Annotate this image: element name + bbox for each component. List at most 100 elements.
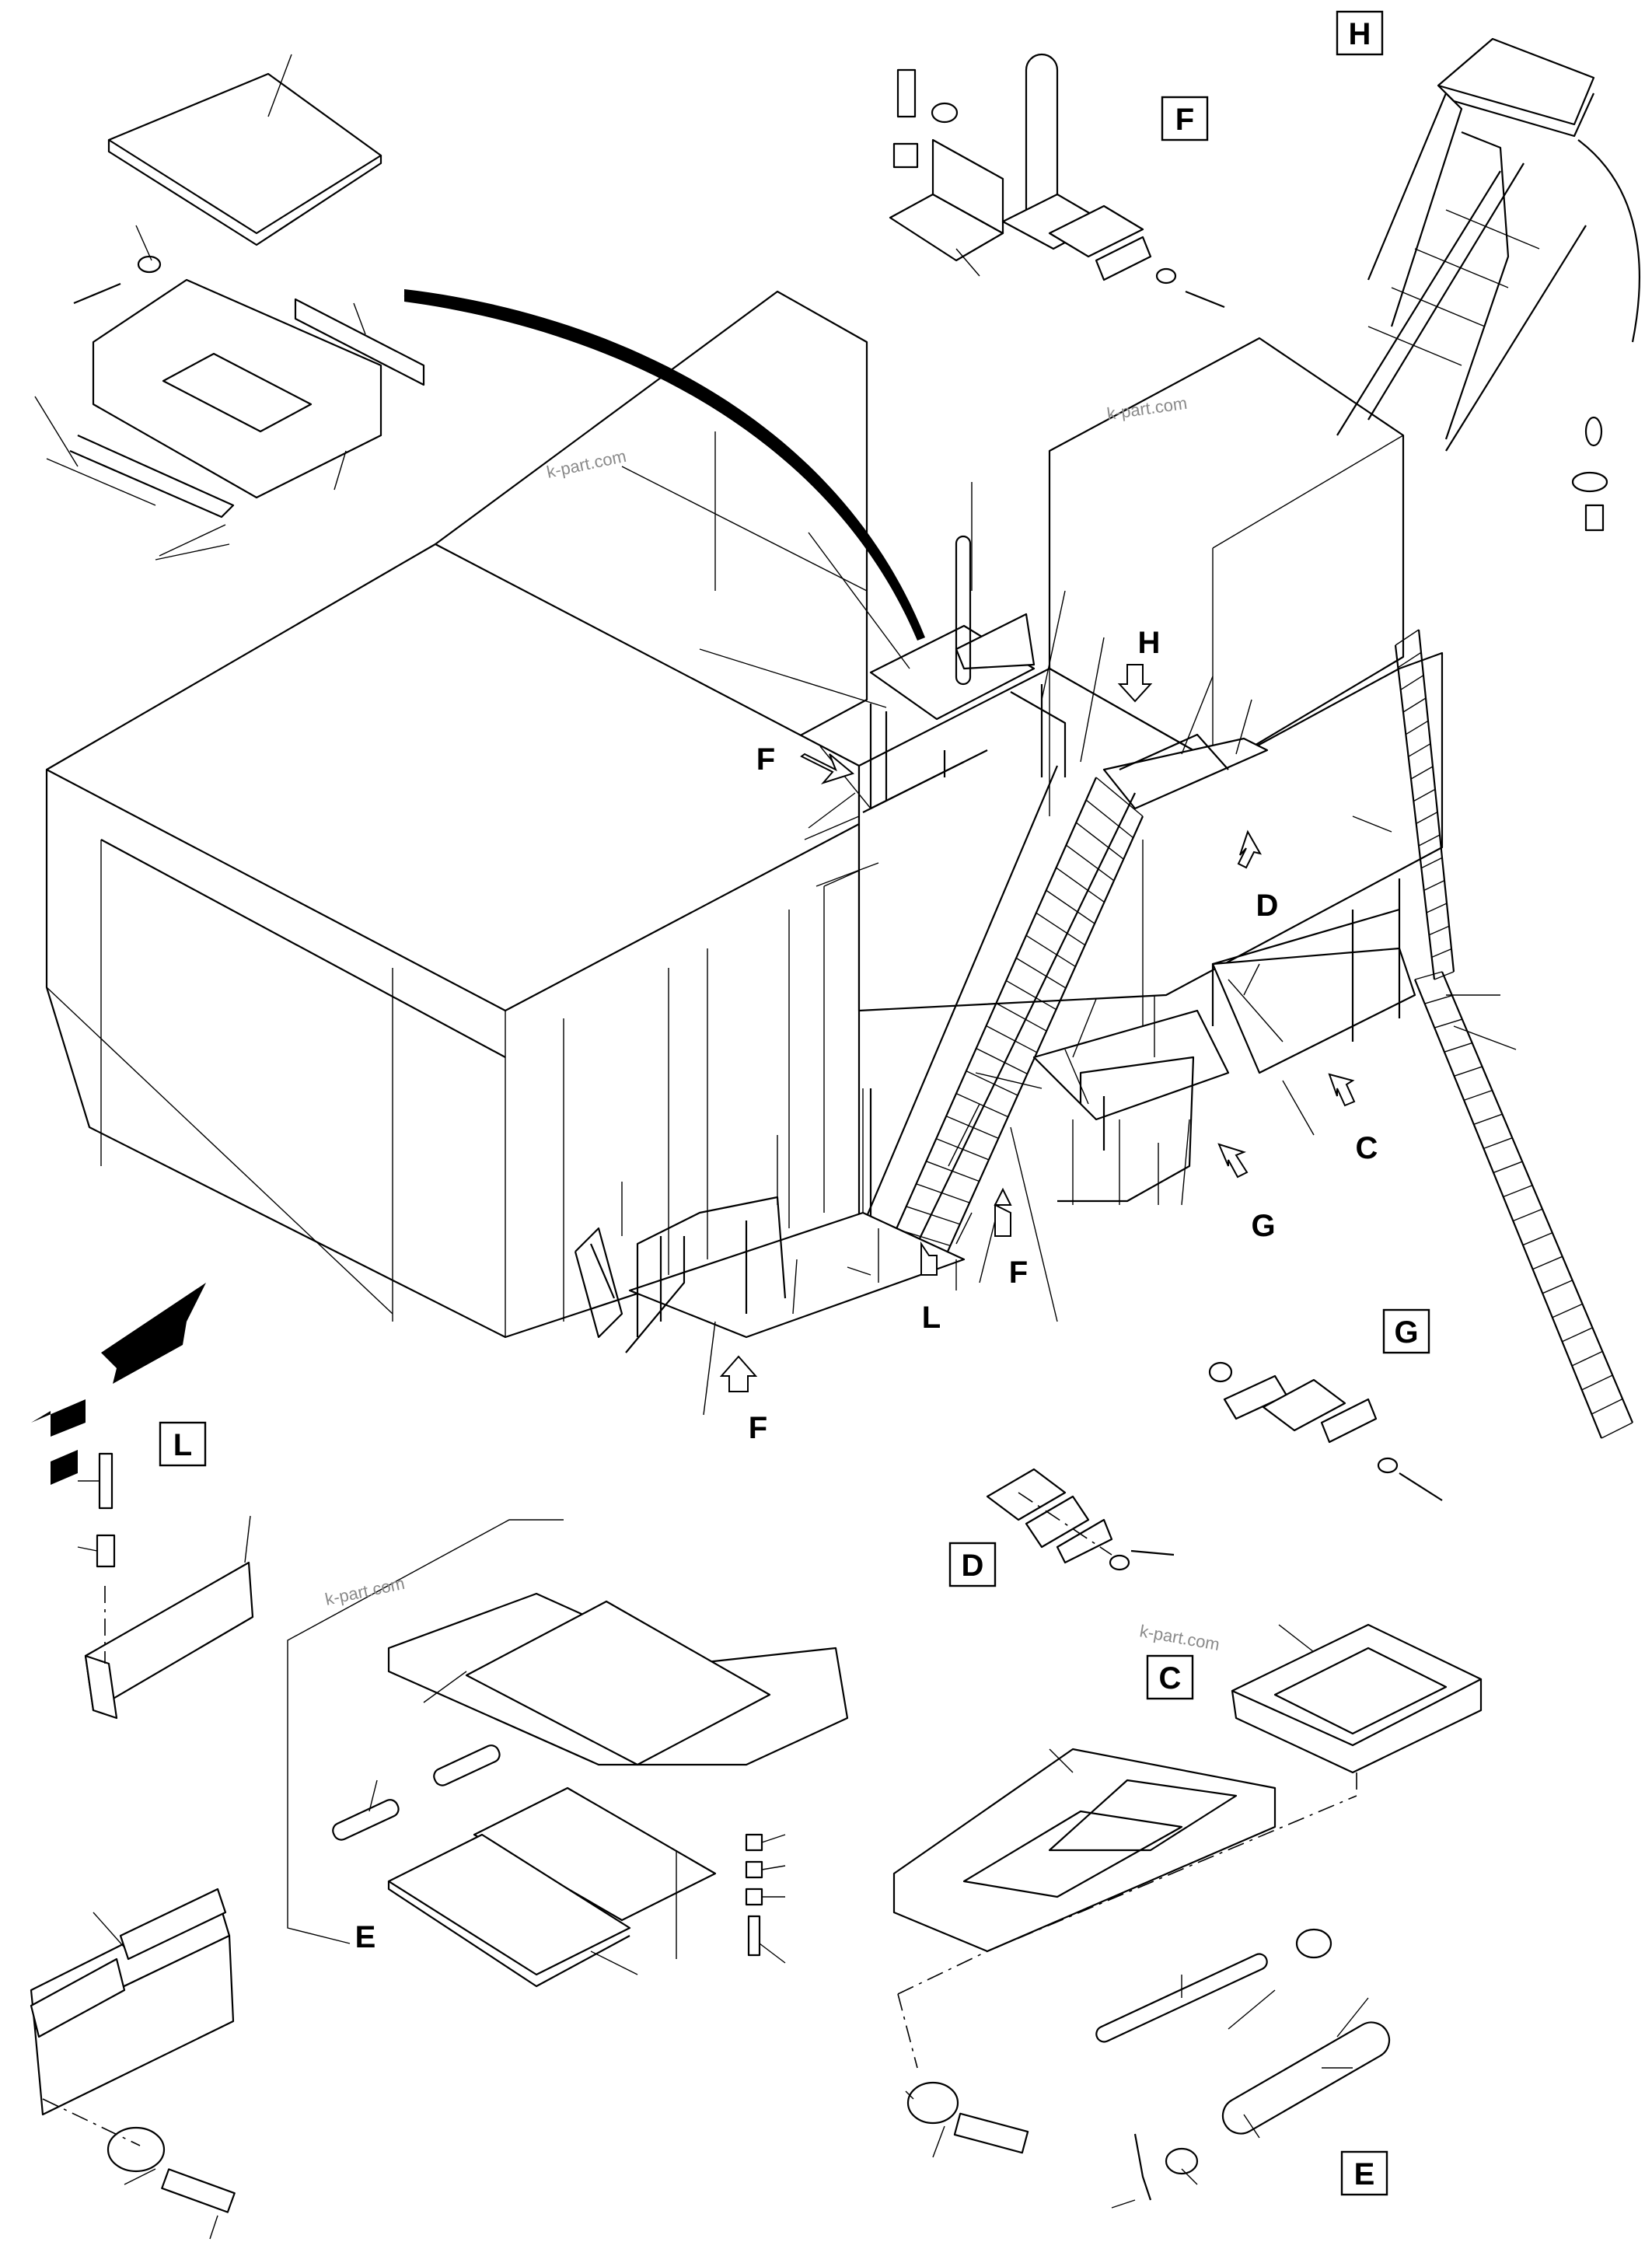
step-line — [1522, 1232, 1553, 1246]
step-line — [1408, 743, 1431, 757]
step-line — [1414, 971, 1443, 980]
step-line — [1493, 1161, 1523, 1174]
detail-label-e: E — [1340, 2150, 1388, 2196]
detail-arrows — [403, 139, 1640, 641]
step-line — [1571, 1350, 1603, 1367]
step-line — [1424, 994, 1453, 1004]
step-line — [966, 1070, 1018, 1096]
step-line — [1463, 1089, 1493, 1101]
detail-e-platform — [287, 1519, 849, 1988]
svg-text:F: F — [1175, 103, 1194, 137]
step-line — [1056, 867, 1105, 903]
leader-lines — [621, 482, 1517, 1416]
watermark: k-part.com — [323, 1573, 407, 1609]
callout-c: C — [1356, 1131, 1378, 1165]
detail-label-c: C — [1146, 1654, 1194, 1700]
callout-g: G — [1251, 1209, 1275, 1243]
svg-text:C: C — [1159, 1661, 1182, 1696]
callout-f-mid: F — [1009, 1255, 1028, 1290]
callout-e: E — [355, 1920, 376, 1954]
step-line — [1426, 903, 1448, 913]
svg-text:H: H — [1349, 17, 1371, 51]
step-line — [1513, 1208, 1543, 1222]
detail-label-d: D — [948, 1542, 997, 1587]
watermark: k-part.com — [1138, 1621, 1221, 1654]
callout-f-upper: F — [756, 742, 775, 777]
callout-h: H — [1138, 626, 1161, 660]
svg-text:D: D — [962, 1549, 984, 1583]
callout-l: L — [922, 1301, 941, 1335]
detail-label-h: H — [1336, 10, 1384, 56]
step-line — [936, 1138, 990, 1161]
detail-frame — [892, 1748, 1357, 2069]
step-line — [1095, 777, 1144, 817]
svg-text:G: G — [1394, 1315, 1418, 1350]
step-line — [1431, 948, 1452, 958]
step-line — [1395, 629, 1420, 646]
machine-body — [45, 290, 1444, 1339]
detail-e-pins — [905, 1928, 1391, 2209]
detail-d-clamp — [986, 1468, 1175, 1571]
step-line — [1503, 1185, 1533, 1198]
step-line — [1591, 1398, 1623, 1415]
detail-c-tray — [1231, 1623, 1483, 1796]
upper-platform — [862, 535, 1269, 813]
detail-h-step — [1336, 37, 1608, 532]
callout-d: D — [1256, 889, 1279, 923]
step-line — [976, 1047, 1028, 1075]
step-line — [986, 1025, 1038, 1053]
detail-g-clamp — [1208, 1361, 1443, 1501]
step-line — [1036, 912, 1086, 946]
step-line — [1601, 1422, 1633, 1439]
callout-arrows — [719, 664, 1356, 1392]
step-line — [1581, 1374, 1613, 1391]
step-line — [1421, 857, 1443, 869]
step-line — [1562, 1327, 1593, 1343]
step-line — [926, 1161, 980, 1182]
step-line — [1434, 971, 1455, 980]
step-line — [955, 1093, 1008, 1118]
step-line — [1473, 1113, 1503, 1125]
detail-l-bracket — [77, 1452, 254, 1720]
step-line — [1075, 822, 1124, 860]
step-line — [1434, 1018, 1462, 1028]
front-direction-marker — [31, 1283, 206, 1485]
step-line — [1429, 925, 1450, 936]
svg-text:L: L — [173, 1428, 192, 1462]
step-line — [945, 1116, 999, 1139]
callout-f-bottom: F — [749, 1411, 767, 1445]
step-line — [1483, 1137, 1513, 1150]
detail-label-g: G — [1382, 1308, 1430, 1354]
step-line — [1397, 651, 1422, 669]
step-line — [916, 1183, 970, 1203]
step-line — [1025, 934, 1076, 967]
step-line — [1418, 834, 1441, 847]
step-line — [1066, 844, 1115, 882]
side-ladder — [1394, 629, 1634, 1439]
step-line — [1085, 799, 1134, 839]
detail-lower-left-bracket — [30, 1888, 236, 2240]
step-line — [1413, 788, 1436, 802]
step-line — [1416, 812, 1438, 824]
detail-f-bracket — [889, 53, 1225, 309]
step-line — [1532, 1255, 1563, 1270]
step-line — [1454, 1066, 1483, 1077]
step-line — [1423, 880, 1445, 891]
detail-label-f: F — [1161, 96, 1209, 141]
step-line — [1015, 957, 1067, 989]
step-line — [906, 1206, 960, 1225]
detail-seat-tray — [34, 54, 425, 561]
step-line — [1402, 697, 1427, 713]
step-line — [1444, 1042, 1472, 1053]
lower-walkways — [574, 878, 1416, 1353]
step-line — [1046, 889, 1095, 924]
step-line — [1005, 980, 1057, 1011]
svg-text:E: E — [1354, 2157, 1375, 2191]
step-line — [1400, 675, 1424, 690]
detail-label-l: L — [159, 1421, 207, 1467]
step-line — [1405, 720, 1429, 735]
step-line — [1552, 1303, 1583, 1318]
step-line — [996, 1002, 1047, 1032]
